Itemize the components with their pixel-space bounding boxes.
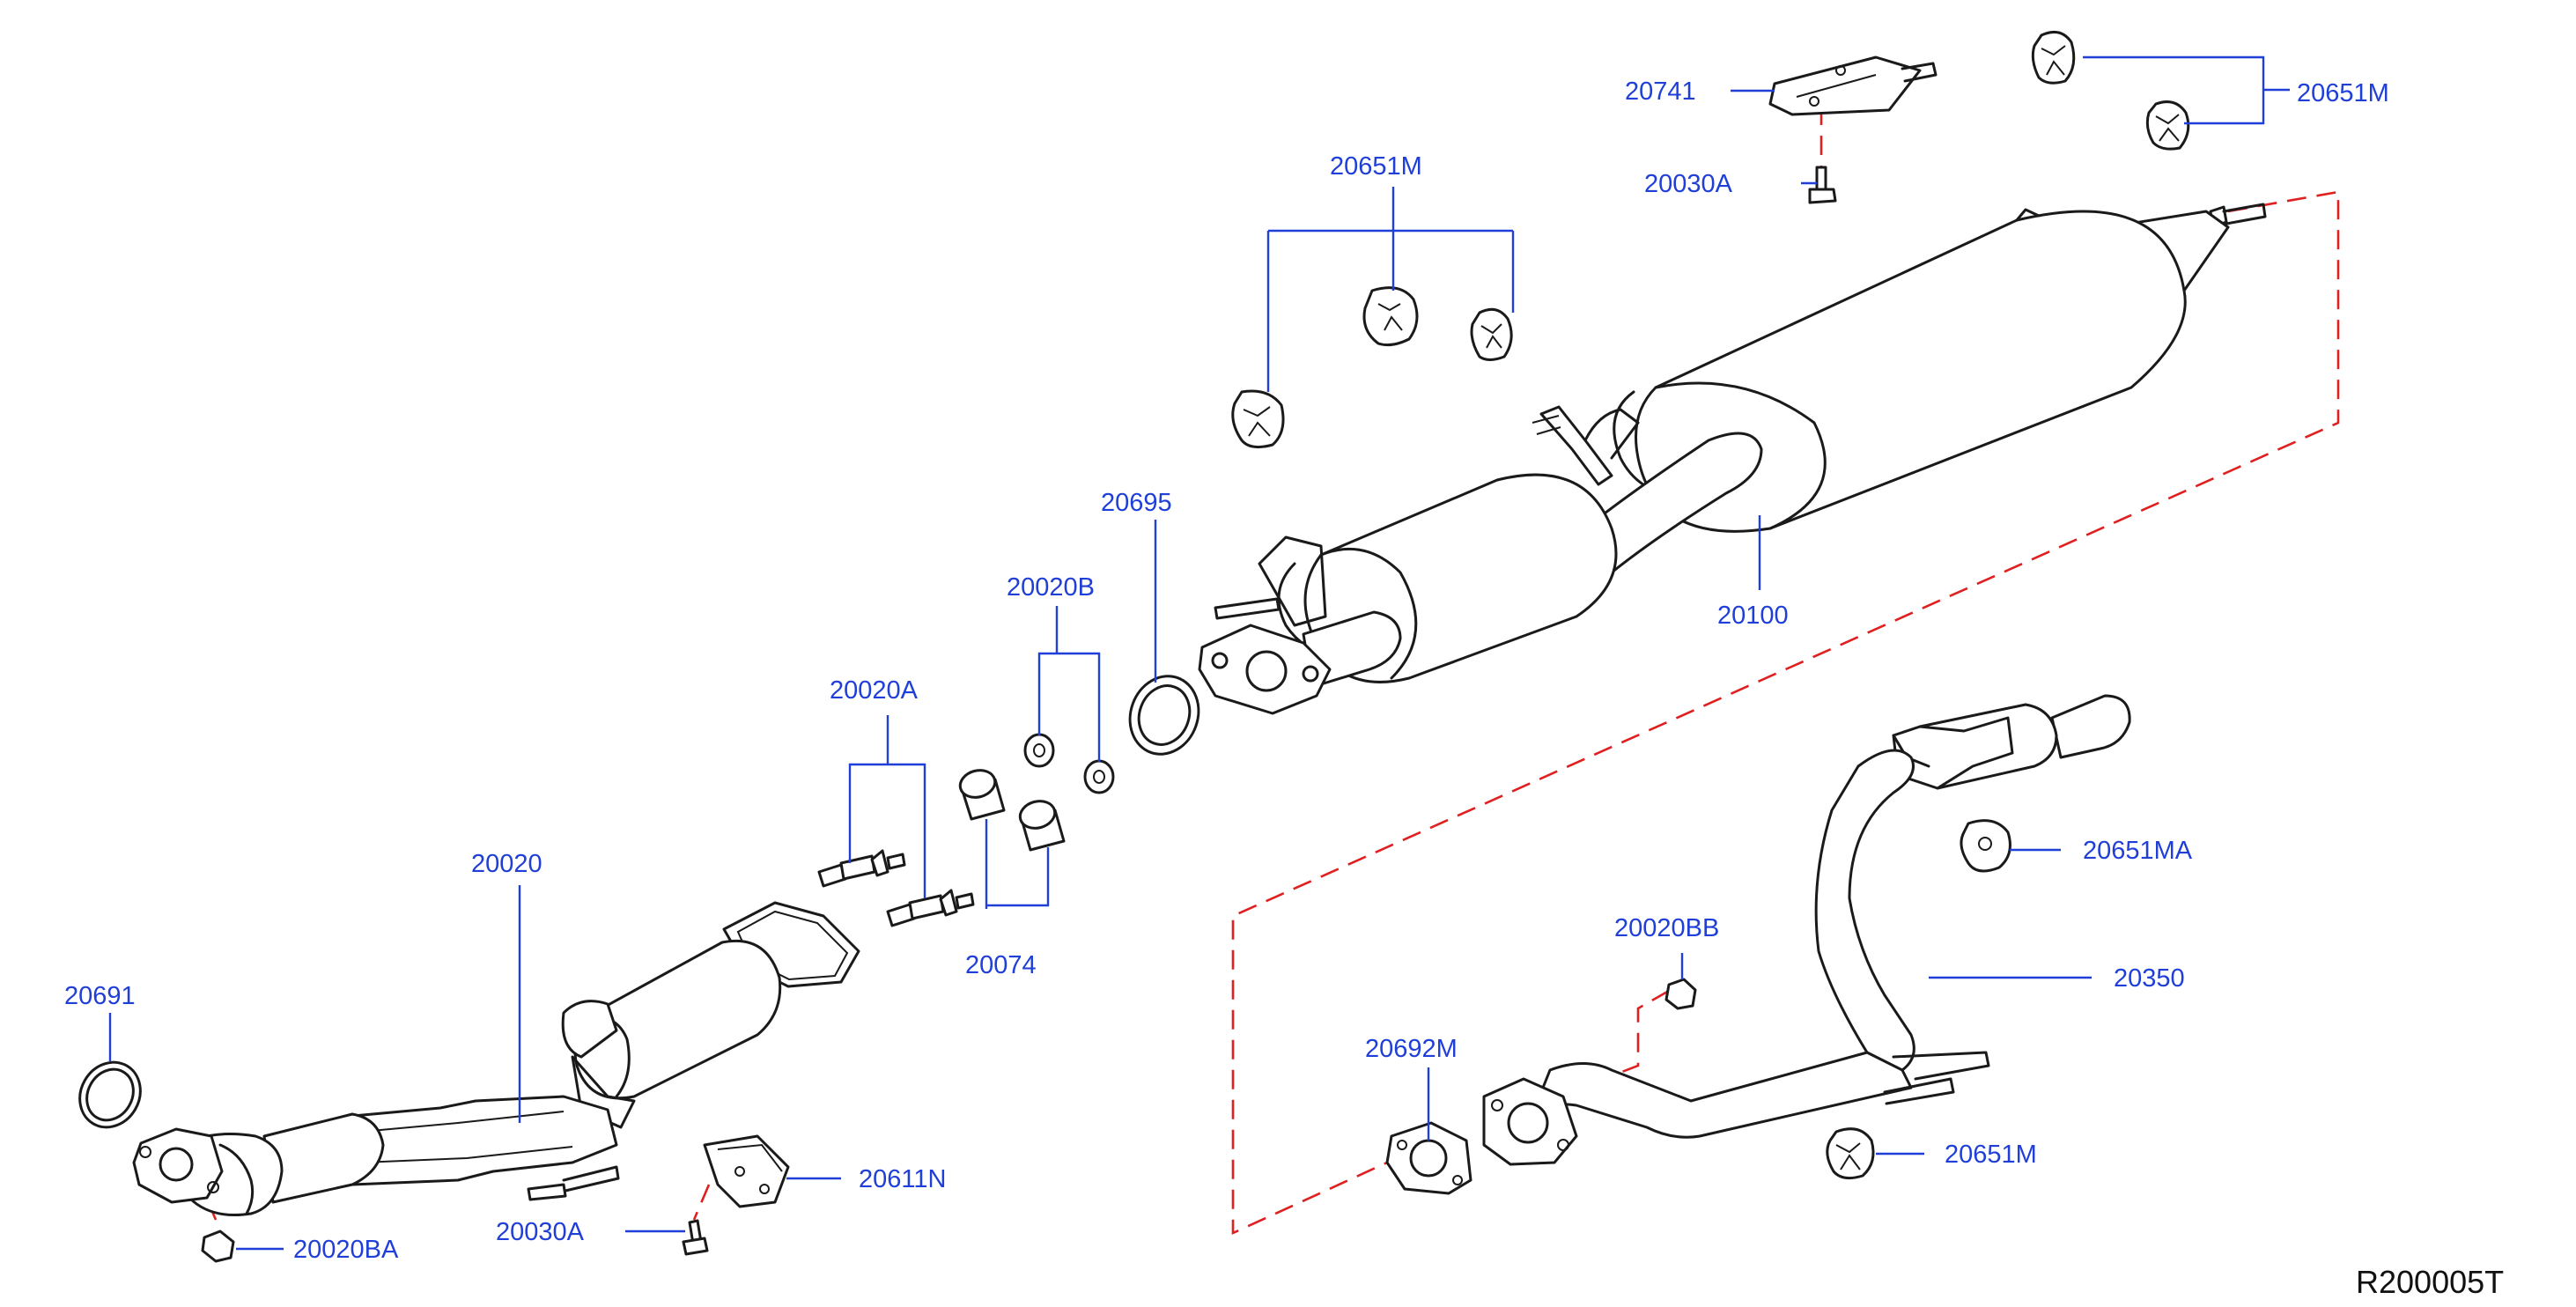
part-label-20651m-topright[interactable]: 20651M bbox=[2297, 79, 2389, 107]
main-muffler-assembly bbox=[1198, 203, 2267, 715]
part-label-20651m-upper[interactable]: 20651M bbox=[1330, 152, 1422, 181]
tail-pipe-assembly bbox=[1482, 694, 2131, 1166]
part-label-20030a-top[interactable]: 20030A bbox=[1644, 170, 1733, 198]
part-label-20074[interactable]: 20074 bbox=[965, 951, 1037, 979]
part-label-20100[interactable]: 20100 bbox=[1717, 602, 1789, 630]
front-exhaust-pipe-catalyst bbox=[132, 901, 860, 1217]
part-number-labels: 20741 20030A 20651M 20651M 20695 20020B … bbox=[64, 78, 2389, 1264]
seal-ring bbox=[1128, 675, 1200, 756]
part-label-20030a-bottom[interactable]: 20030A bbox=[496, 1218, 585, 1246]
flange-nut bbox=[201, 1229, 235, 1263]
upper-rubber-hangers bbox=[1231, 286, 1513, 449]
part-label-20020[interactable]: 20020 bbox=[471, 850, 543, 878]
callout-leaders bbox=[108, 55, 2290, 1251]
rubber-hanger-icon bbox=[1470, 307, 1513, 361]
part-label-20695[interactable]: 20695 bbox=[1101, 489, 1172, 517]
diagram-reference-code: R200005T bbox=[2356, 1264, 2504, 1300]
part-label-20611n[interactable]: 20611N bbox=[859, 1165, 946, 1193]
spacer-sleeves bbox=[958, 769, 1066, 852]
part-label-20020ba[interactable]: 20020BA bbox=[293, 1236, 399, 1264]
rubber-hanger-icon bbox=[2145, 100, 2190, 151]
rubber-hanger-icon bbox=[1362, 286, 1419, 347]
pipe-mounting-bracket bbox=[703, 1134, 790, 1208]
rubber-hanger-icon bbox=[1960, 819, 2011, 873]
rubber-hanger-icon bbox=[1826, 1127, 1875, 1180]
muffler-mounting-bracket bbox=[1768, 55, 1938, 116]
rubber-hanger-icon bbox=[2031, 30, 2076, 85]
part-label-20651ma[interactable]: 20651MA bbox=[2083, 837, 2193, 865]
bracket-bolt bbox=[1808, 166, 1837, 204]
flange-nut bbox=[1664, 978, 1697, 1010]
part-label-20020a[interactable]: 20020A bbox=[830, 676, 919, 705]
part-label-20350[interactable]: 20350 bbox=[2114, 964, 2185, 993]
gasket-ring bbox=[78, 1060, 142, 1129]
spring-washers bbox=[1023, 733, 1115, 794]
part-label-20691[interactable]: 20691 bbox=[64, 982, 136, 1010]
stud-bolts bbox=[817, 849, 975, 927]
bracket-bolt bbox=[682, 1219, 709, 1256]
part-label-20020bb[interactable]: 20020BB bbox=[1614, 914, 1719, 942]
part-label-20692m[interactable]: 20692M bbox=[1365, 1035, 1458, 1063]
rubber-hanger-icon bbox=[1231, 389, 1285, 449]
part-label-20651m-bottom[interactable]: 20651M bbox=[1945, 1141, 2037, 1169]
part-label-20020b[interactable]: 20020B bbox=[1007, 573, 1095, 602]
rear-rubber-hangers bbox=[2031, 30, 2190, 151]
part-label-20741[interactable]: 20741 bbox=[1625, 78, 1696, 106]
